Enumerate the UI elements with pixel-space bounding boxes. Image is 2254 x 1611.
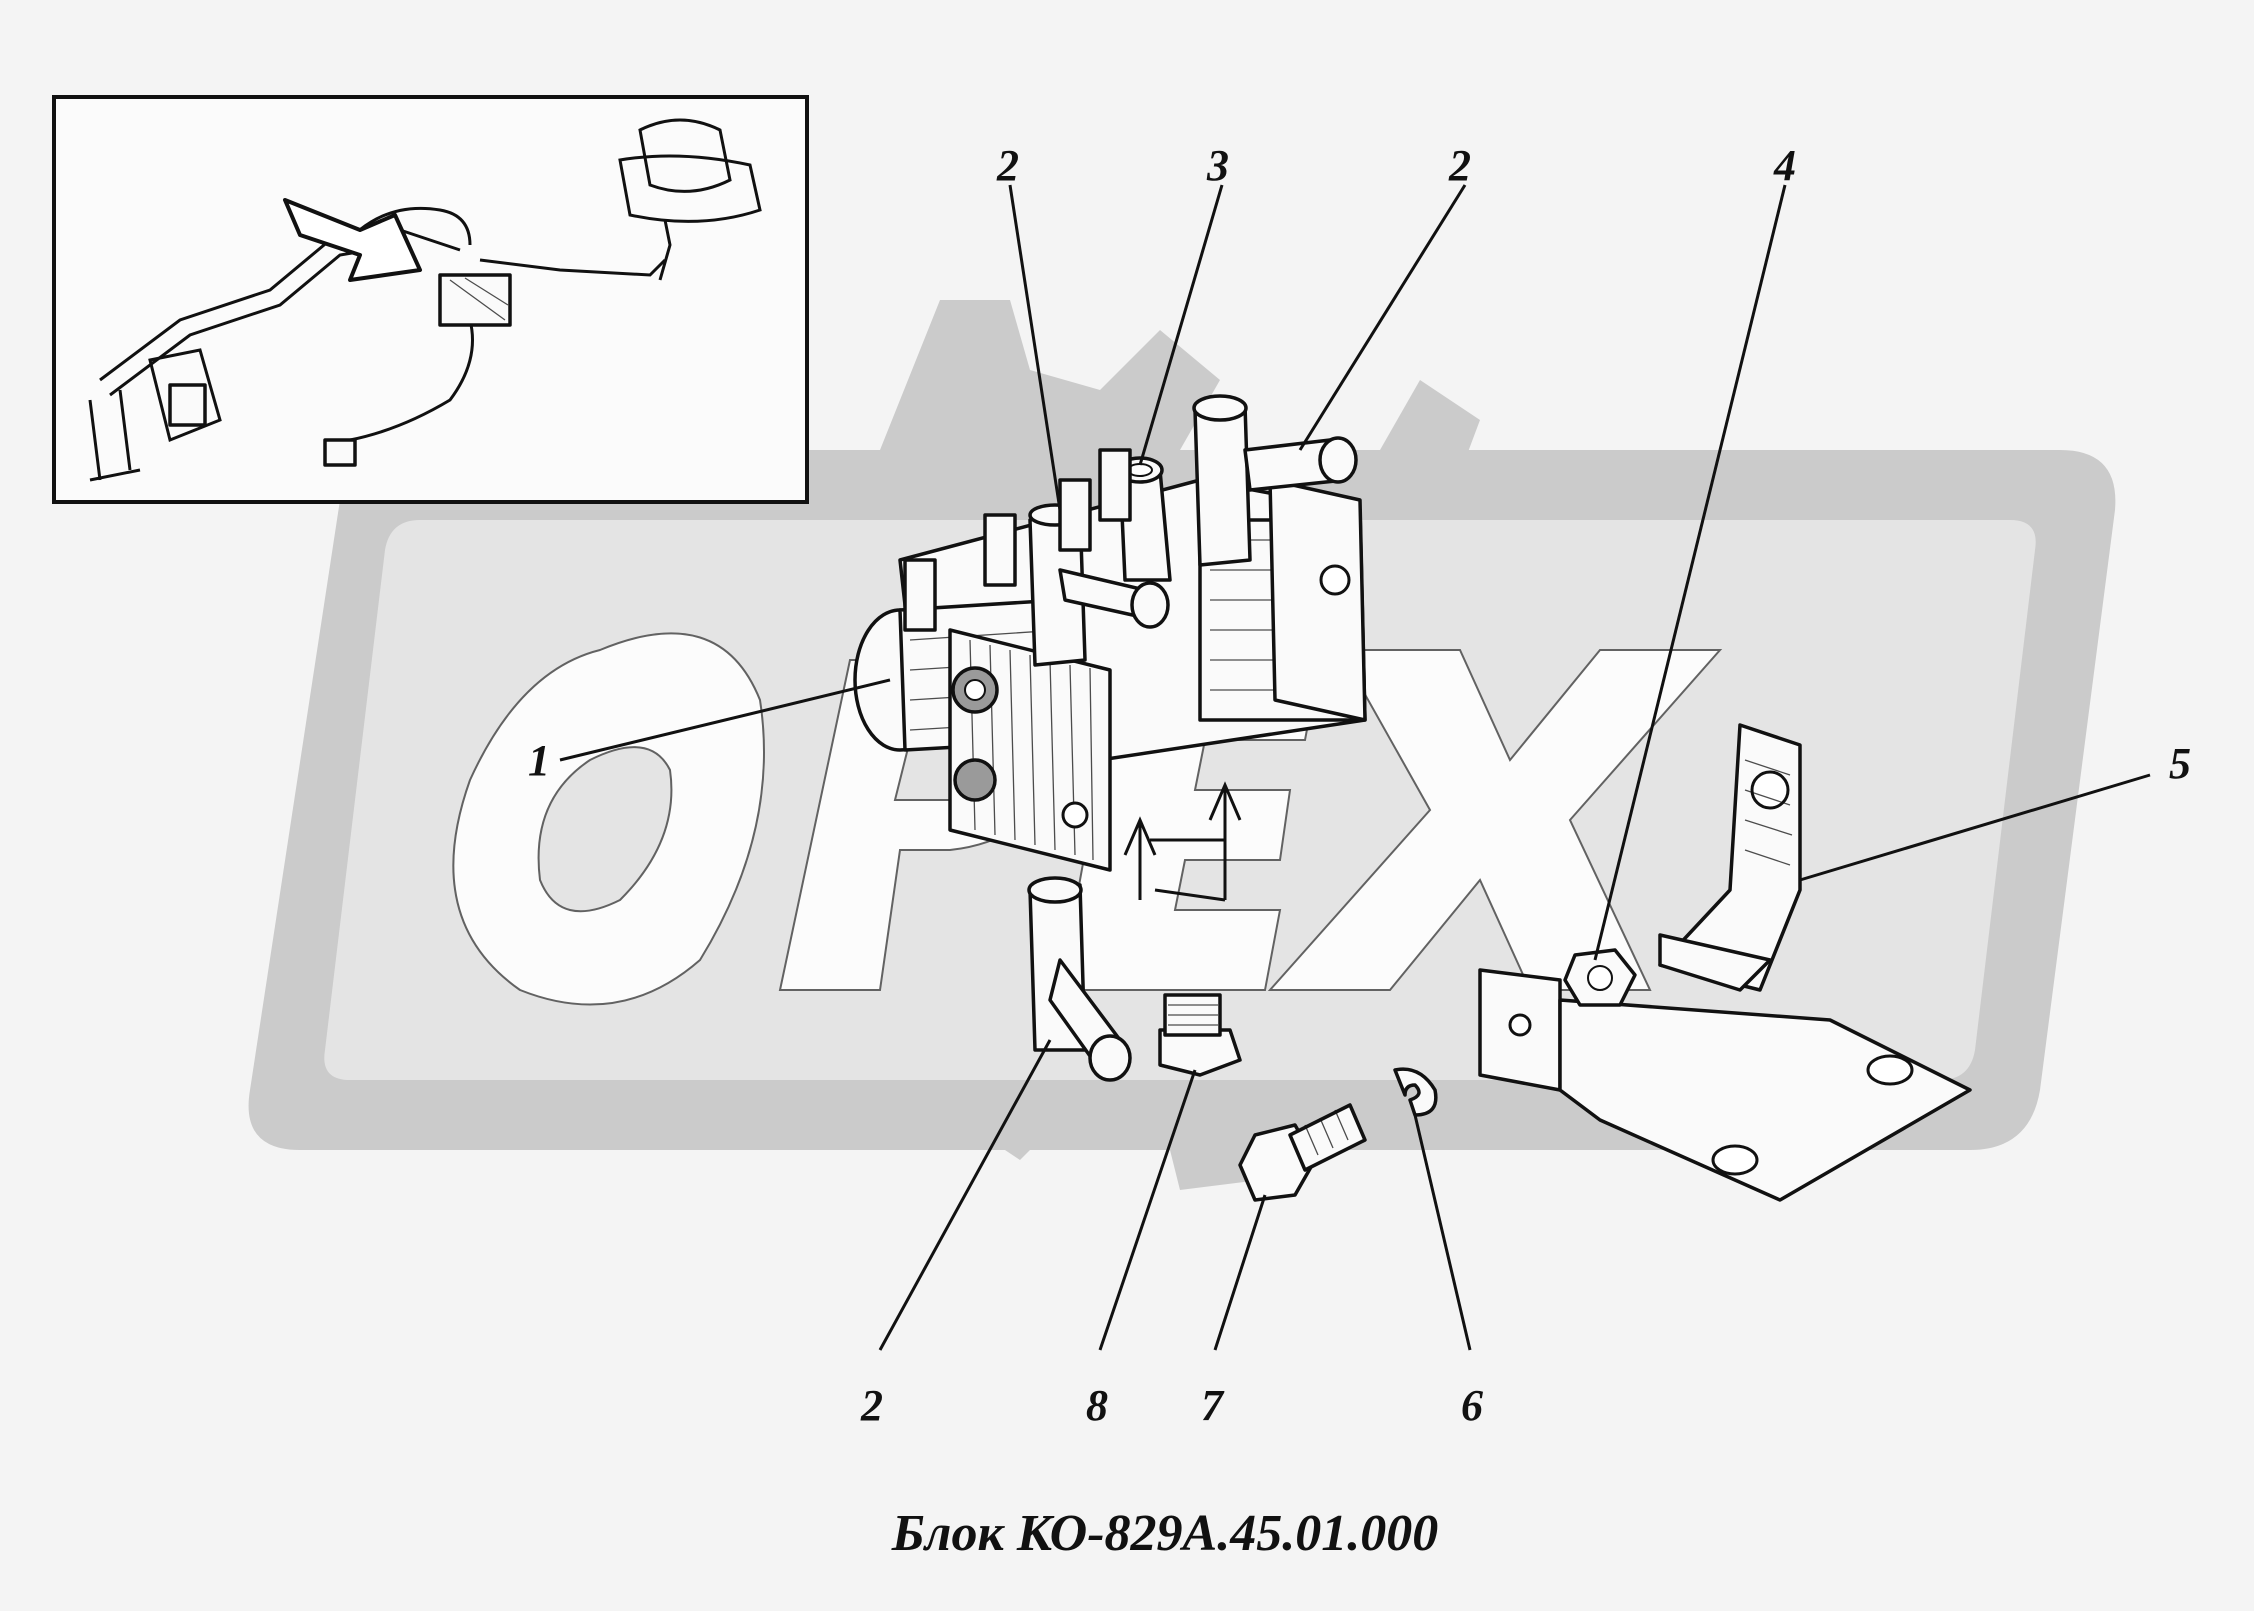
callout-2-right-top: 2 xyxy=(1448,141,1471,190)
callout-2-left-top: 2 xyxy=(996,141,1019,190)
angle-fitting-part xyxy=(1027,876,1132,1082)
leader-lines xyxy=(559,184,2151,1351)
inset-machine-sketch xyxy=(88,118,762,482)
diagram-caption: Блок КО-829А.45.01.000 xyxy=(891,1505,1438,1562)
nut-part xyxy=(1563,948,1637,1007)
callout-6: 6 xyxy=(1461,1381,1483,1430)
mounting-bracket-part xyxy=(1478,723,1972,1202)
location-arrow-icon xyxy=(283,198,422,282)
callout-4: 4 xyxy=(1773,141,1796,190)
callout-7: 7 xyxy=(1201,1381,1225,1430)
plug-part xyxy=(1158,993,1242,1077)
callout-3: 3 xyxy=(1206,141,1229,190)
bolt-part xyxy=(1238,1103,1367,1202)
callout-numbers: 1 2 3 2 4 5 2 8 7 6 xyxy=(528,141,2191,1430)
callout-5: 5 xyxy=(2169,739,2191,788)
callout-1: 1 xyxy=(528,736,550,785)
washer-part xyxy=(1393,1067,1438,1117)
locator-inset xyxy=(52,95,809,504)
callout-2-bottom: 2 xyxy=(860,1381,883,1430)
valve-block-assembly xyxy=(853,394,1367,902)
callout-8: 8 xyxy=(1086,1381,1108,1430)
